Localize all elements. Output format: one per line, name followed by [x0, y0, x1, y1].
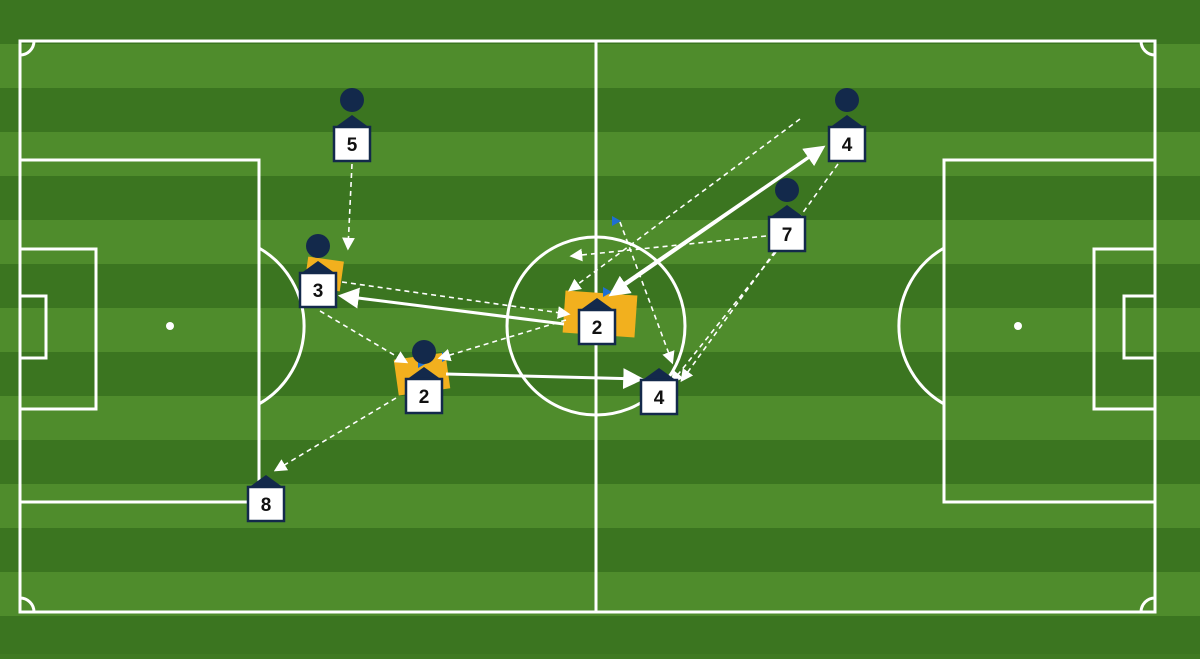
grass-stripe: [0, 132, 1200, 176]
right-goal: [1122, 294, 1157, 360]
player-head-icon: [340, 88, 364, 112]
player-number-card: [767, 215, 807, 253]
players-layer: 5 3 2 8 2 4 4 7: [246, 88, 867, 523]
movement-pass-3-to-2left: [319, 310, 409, 364]
player-shoulders-icon: [641, 368, 677, 381]
player-number: 8: [261, 495, 272, 516]
player-head-icon: [775, 178, 799, 202]
player-shoulders-icon: [769, 205, 805, 218]
grass-stripe: [0, 616, 1200, 659]
grass-stripe: [0, 572, 1200, 616]
player-token[interactable]: 3: [298, 234, 338, 309]
player-shoulders-icon: [248, 475, 284, 488]
player-token[interactable]: 4: [827, 88, 867, 163]
grass-stripe: [0, 0, 1200, 44]
player-number: 2: [592, 318, 603, 339]
movement-drive-2left-to-4: [445, 368, 645, 390]
left-penalty-spot: [166, 322, 174, 330]
corner-arc-tr: [1139, 40, 1156, 57]
player-number: 3: [313, 281, 324, 302]
player-token[interactable]: 5: [332, 88, 372, 163]
movement-drive-2centre-to-3: [337, 287, 565, 326]
player-number-card: [298, 271, 338, 309]
player-number: 2: [419, 387, 430, 408]
player-number-card: [404, 377, 444, 415]
marker-flag-icon: [612, 216, 621, 226]
player-token[interactable]: 8: [246, 475, 286, 523]
corner-arc-tl: [19, 40, 36, 57]
player-number-card: [246, 485, 286, 523]
player-head-icon: [306, 234, 330, 258]
centre-circle: [505, 235, 687, 417]
grass-stripe: [0, 484, 1200, 528]
player-number-card: [577, 308, 617, 346]
left-penalty-arc: [258, 246, 306, 406]
right-penalty-arc: [897, 246, 945, 406]
movement-run-7-to-4: [670, 251, 777, 384]
player-token[interactable]: 7: [767, 178, 807, 253]
grass-stripe: [0, 176, 1200, 220]
player-number: 5: [347, 135, 358, 156]
movement-run-offpitch-to-2centre: [567, 118, 801, 292]
marker-flag-icon: [603, 287, 612, 297]
player-number-card: [332, 125, 372, 163]
player-token[interactable]: 2: [404, 340, 444, 415]
movement-drive-4top-to-2centre: [608, 149, 819, 297]
player-number-card: [827, 125, 867, 163]
player-number: 4: [654, 388, 665, 409]
player-shoulders-icon: [300, 261, 336, 274]
player-head-icon: [412, 340, 436, 364]
player-shoulders-icon: [334, 115, 370, 128]
player-token[interactable]: 2: [577, 298, 617, 346]
player-token[interactable]: 4: [639, 368, 679, 416]
corner-arc-bl: [19, 596, 36, 613]
player-number: 4: [842, 135, 853, 156]
player-shoulders-icon: [829, 115, 865, 128]
right-penalty-spot: [1014, 322, 1022, 330]
corner-arc-br: [1139, 596, 1156, 613]
grass-stripe: [0, 440, 1200, 484]
left-goal: [18, 294, 48, 360]
movement-run-flag-to-4: [619, 221, 675, 365]
grass-stripe: [0, 528, 1200, 572]
grass-stripe: [0, 88, 1200, 132]
movement-arrows-layer: [273, 118, 839, 472]
grass-stripe: [0, 396, 1200, 440]
player-shoulders-icon: [406, 367, 442, 380]
player-number-card: [639, 378, 679, 416]
player-number: 7: [782, 225, 793, 246]
grass-stripe: [0, 352, 1200, 396]
movement-pass-3-to-2centre: [341, 281, 571, 319]
grass-stripe: [0, 220, 1200, 264]
movement-pass-2centre-to-2left: [437, 319, 567, 362]
player-head-icon: [835, 88, 859, 112]
player-shoulders-icon: [579, 298, 615, 311]
movement-run-7-to-2centre: [569, 235, 767, 262]
grass-stripe: [0, 44, 1200, 88]
